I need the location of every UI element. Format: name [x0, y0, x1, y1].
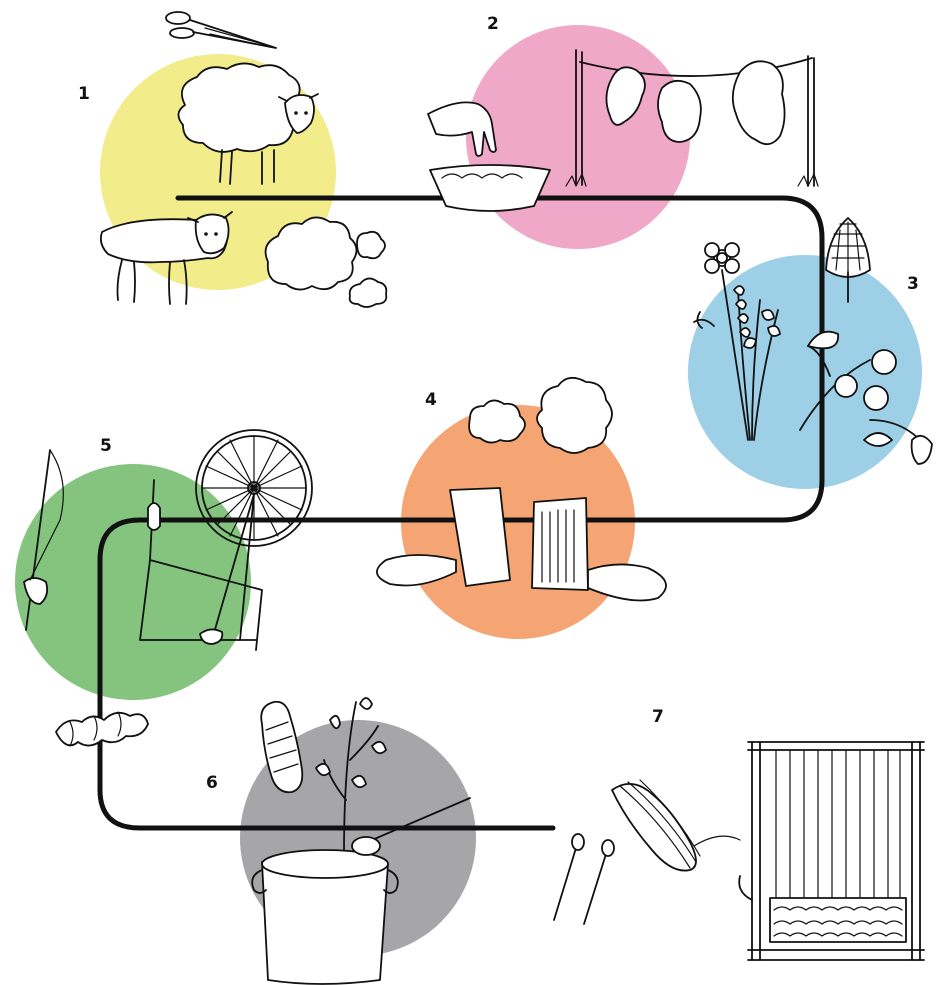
step-4-number: 4 — [425, 390, 437, 410]
step-2-circle — [466, 25, 690, 249]
small-scissors-icon — [554, 834, 614, 924]
dye-pot-icon — [252, 850, 398, 984]
step-5-number: 5 — [100, 436, 112, 456]
step-6-number: 6 — [206, 773, 218, 793]
yarn-coil-icon — [612, 780, 740, 871]
sheep-grazing-icon — [101, 212, 232, 304]
step-7-number: 7 — [652, 707, 664, 727]
shears-icon — [166, 12, 276, 48]
flower-icon — [705, 243, 739, 273]
weaving-loom-icon — [739, 742, 924, 960]
washing-bowl-icon — [430, 165, 550, 211]
step-3-number: 3 — [907, 274, 919, 294]
step-5-circle — [15, 464, 251, 700]
step-2-number: 2 — [487, 14, 499, 34]
step-1-number: 1 — [78, 84, 90, 104]
raw-wool-icon — [266, 217, 387, 307]
